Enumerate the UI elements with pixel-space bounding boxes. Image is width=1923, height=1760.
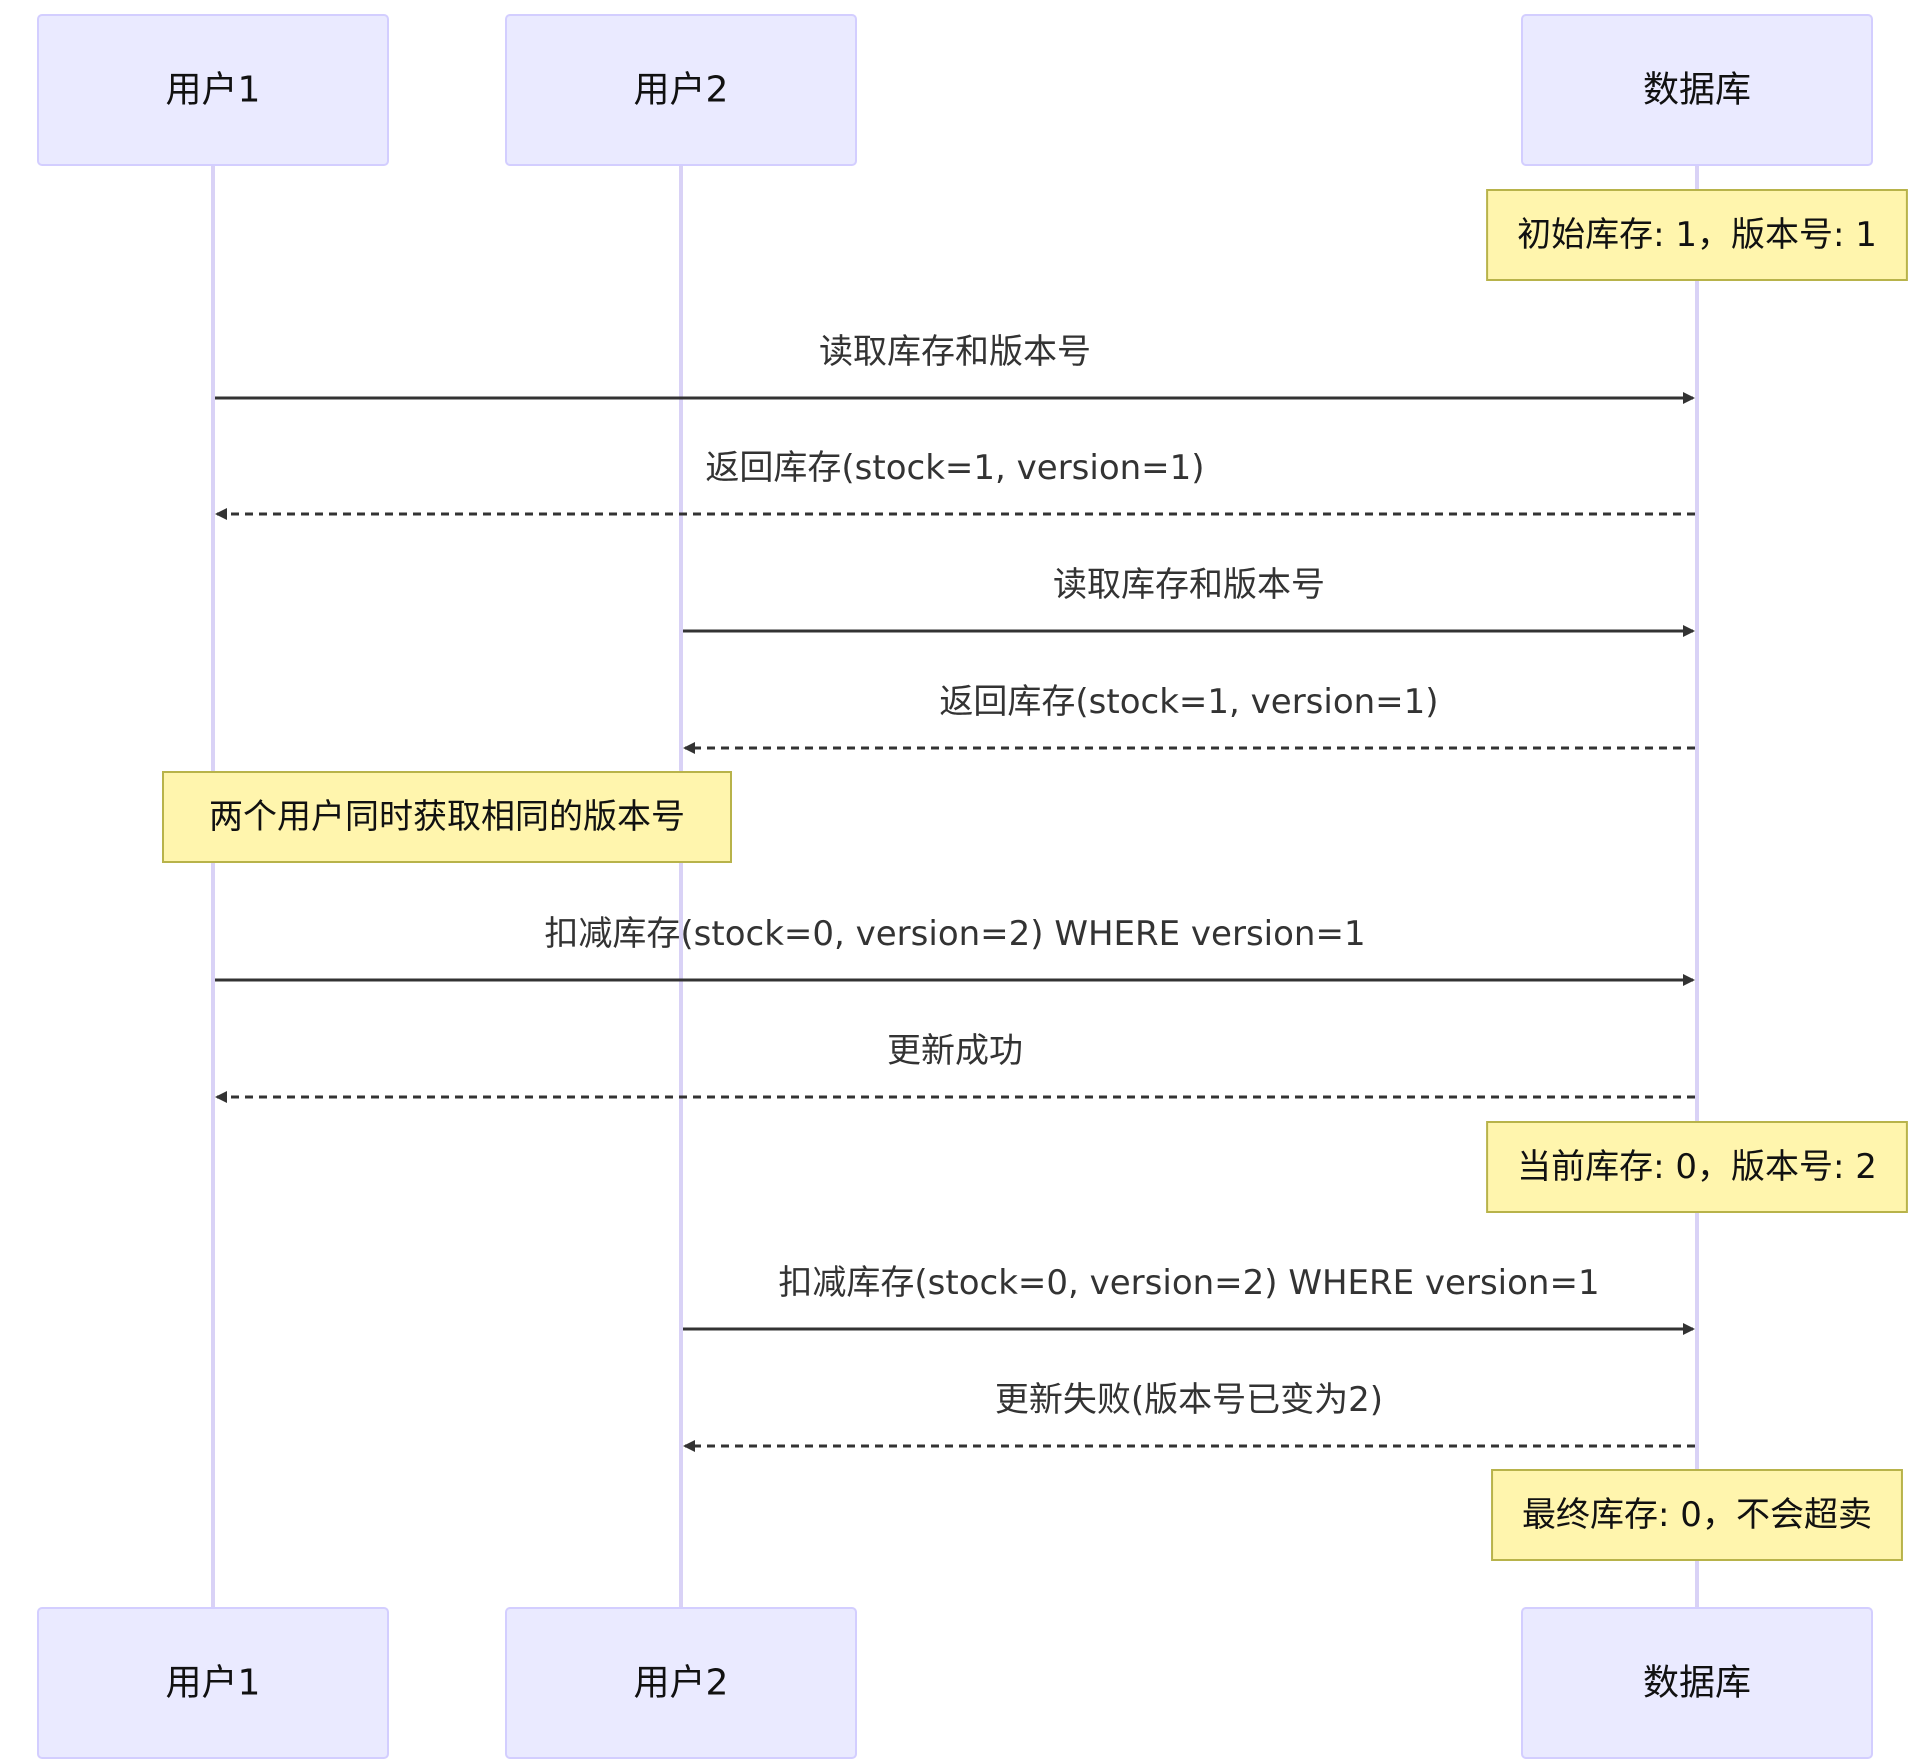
actor-db-bottom: 数据库 xyxy=(1521,1607,1873,1759)
message-6: 扣减库存(stock=0, version=2) WHERE version=1 xyxy=(215,914,1695,986)
note-box xyxy=(1486,1121,1908,1213)
note-0: 初始库存: 1，版本号: 1 xyxy=(1486,189,1908,281)
message-4: 返回库存(stock=1, version=1) xyxy=(683,682,1695,754)
message-label: 返回库存(stock=1, version=1) xyxy=(939,682,1438,722)
message-label: 更新成功 xyxy=(887,1031,1023,1071)
note-8: 当前库存: 0，版本号: 2 xyxy=(1486,1121,1908,1213)
message-label: 扣减库存(stock=0, version=2) WHERE version=1 xyxy=(544,914,1365,954)
actor-box xyxy=(1521,14,1873,166)
message-10: 更新失败(版本号已变为2) xyxy=(683,1380,1695,1452)
actor-u1-top: 用户1 xyxy=(37,14,389,166)
note-5: 两个用户同时获取相同的版本号 xyxy=(162,771,732,863)
actor-u2-top: 用户2 xyxy=(505,14,857,166)
message-label: 扣减库存(stock=0, version=2) WHERE version=1 xyxy=(778,1263,1599,1303)
message-2: 返回库存(stock=1, version=1) xyxy=(215,448,1695,520)
actor-db-top: 数据库 xyxy=(1521,14,1873,166)
actor-box xyxy=(505,1607,857,1759)
actor-label: 数据库 xyxy=(1643,70,1751,111)
message-label: 更新失败(版本号已变为2) xyxy=(995,1380,1383,1420)
actor-box xyxy=(1521,1607,1873,1759)
note-label: 两个用户同时获取相同的版本号 xyxy=(209,797,685,837)
message-label: 读取库存和版本号 xyxy=(1053,565,1325,605)
actor-box xyxy=(37,1607,389,1759)
message-3: 读取库存和版本号 xyxy=(683,565,1695,637)
note-box xyxy=(1491,1469,1903,1561)
actor-label: 用户2 xyxy=(634,1663,729,1704)
message-label: 返回库存(stock=1, version=1) xyxy=(705,448,1204,488)
actor-label: 用户2 xyxy=(634,70,729,111)
actor-label: 数据库 xyxy=(1643,1663,1751,1704)
message-label: 读取库存和版本号 xyxy=(819,332,1091,372)
actor-label: 用户1 xyxy=(166,1663,261,1704)
message-9: 扣减库存(stock=0, version=2) WHERE version=1 xyxy=(683,1263,1695,1335)
message-7: 更新成功 xyxy=(215,1031,1695,1103)
note-label: 当前库存: 0，版本号: 2 xyxy=(1517,1147,1877,1187)
note-label: 最终库存: 0，不会超卖 xyxy=(1522,1495,1872,1535)
note-label: 初始库存: 1，版本号: 1 xyxy=(1517,215,1877,255)
actor-u2-bottom: 用户2 xyxy=(505,1607,857,1759)
note-11: 最终库存: 0，不会超卖 xyxy=(1491,1469,1903,1561)
actor-box xyxy=(505,14,857,166)
message-1: 读取库存和版本号 xyxy=(215,332,1695,404)
actor-u1-bottom: 用户1 xyxy=(37,1607,389,1759)
actor-label: 用户1 xyxy=(166,70,261,111)
actor-box xyxy=(37,14,389,166)
note-box xyxy=(162,771,732,863)
note-box xyxy=(1486,189,1908,281)
